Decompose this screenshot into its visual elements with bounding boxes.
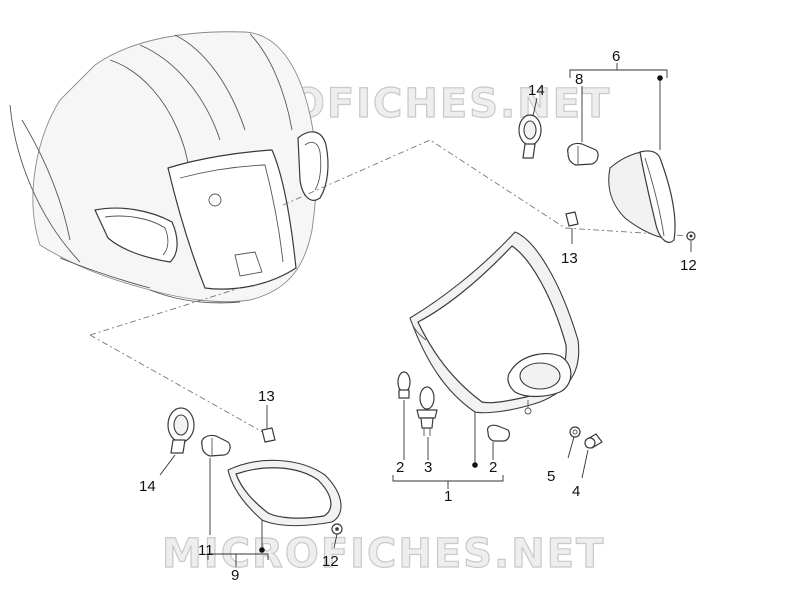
callout-12-lower: 12 [322, 553, 339, 570]
bulb-2-right [487, 424, 510, 442]
callout-13-upper: 13 [561, 250, 578, 267]
callout-8: 8 [575, 71, 583, 88]
callout-2-right: 2 [489, 459, 497, 476]
bulb-3 [416, 386, 438, 436]
bulb-holder-14-lower [167, 407, 195, 454]
callout-4: 4 [572, 483, 580, 500]
front-shield-assembly [9, 31, 329, 304]
left-indicator-group [159, 405, 343, 567]
headlight-lens [409, 231, 580, 415]
clip-13-upper [565, 211, 579, 227]
right-indicator-group [518, 63, 696, 252]
callout-2-left: 2 [396, 459, 404, 476]
clip-13-lower [261, 427, 276, 443]
assembly-lines [89, 139, 691, 436]
bulb-11 [201, 434, 231, 457]
headlight-group [392, 231, 603, 489]
indicator-lens-9 [227, 459, 342, 527]
callout-labels: 6 8 14 13 12 13 14 2 3 2 1 5 4 11 12 9 [139, 48, 697, 584]
callout-14-upper: 14 [528, 82, 545, 99]
callout-1: 1 [444, 488, 452, 505]
callout-11: 11 [198, 542, 214, 559]
screw-12-upper [686, 231, 696, 241]
callout-12-upper: 12 [680, 257, 697, 274]
indicator-lens-6 [608, 150, 676, 243]
callout-13-lower: 13 [258, 388, 275, 405]
callout-5: 5 [547, 468, 555, 485]
callout-14-lower: 14 [139, 478, 156, 495]
callout-3: 3 [424, 459, 432, 476]
callout-9: 9 [231, 567, 239, 584]
callout-6: 6 [612, 48, 620, 65]
washer-5 [569, 426, 581, 438]
screw-12-lower [331, 523, 343, 535]
screw-4 [584, 433, 603, 449]
bulb-2-left [397, 371, 411, 399]
bulb-8 [567, 142, 599, 166]
bulb-holder-14-upper [518, 114, 542, 159]
